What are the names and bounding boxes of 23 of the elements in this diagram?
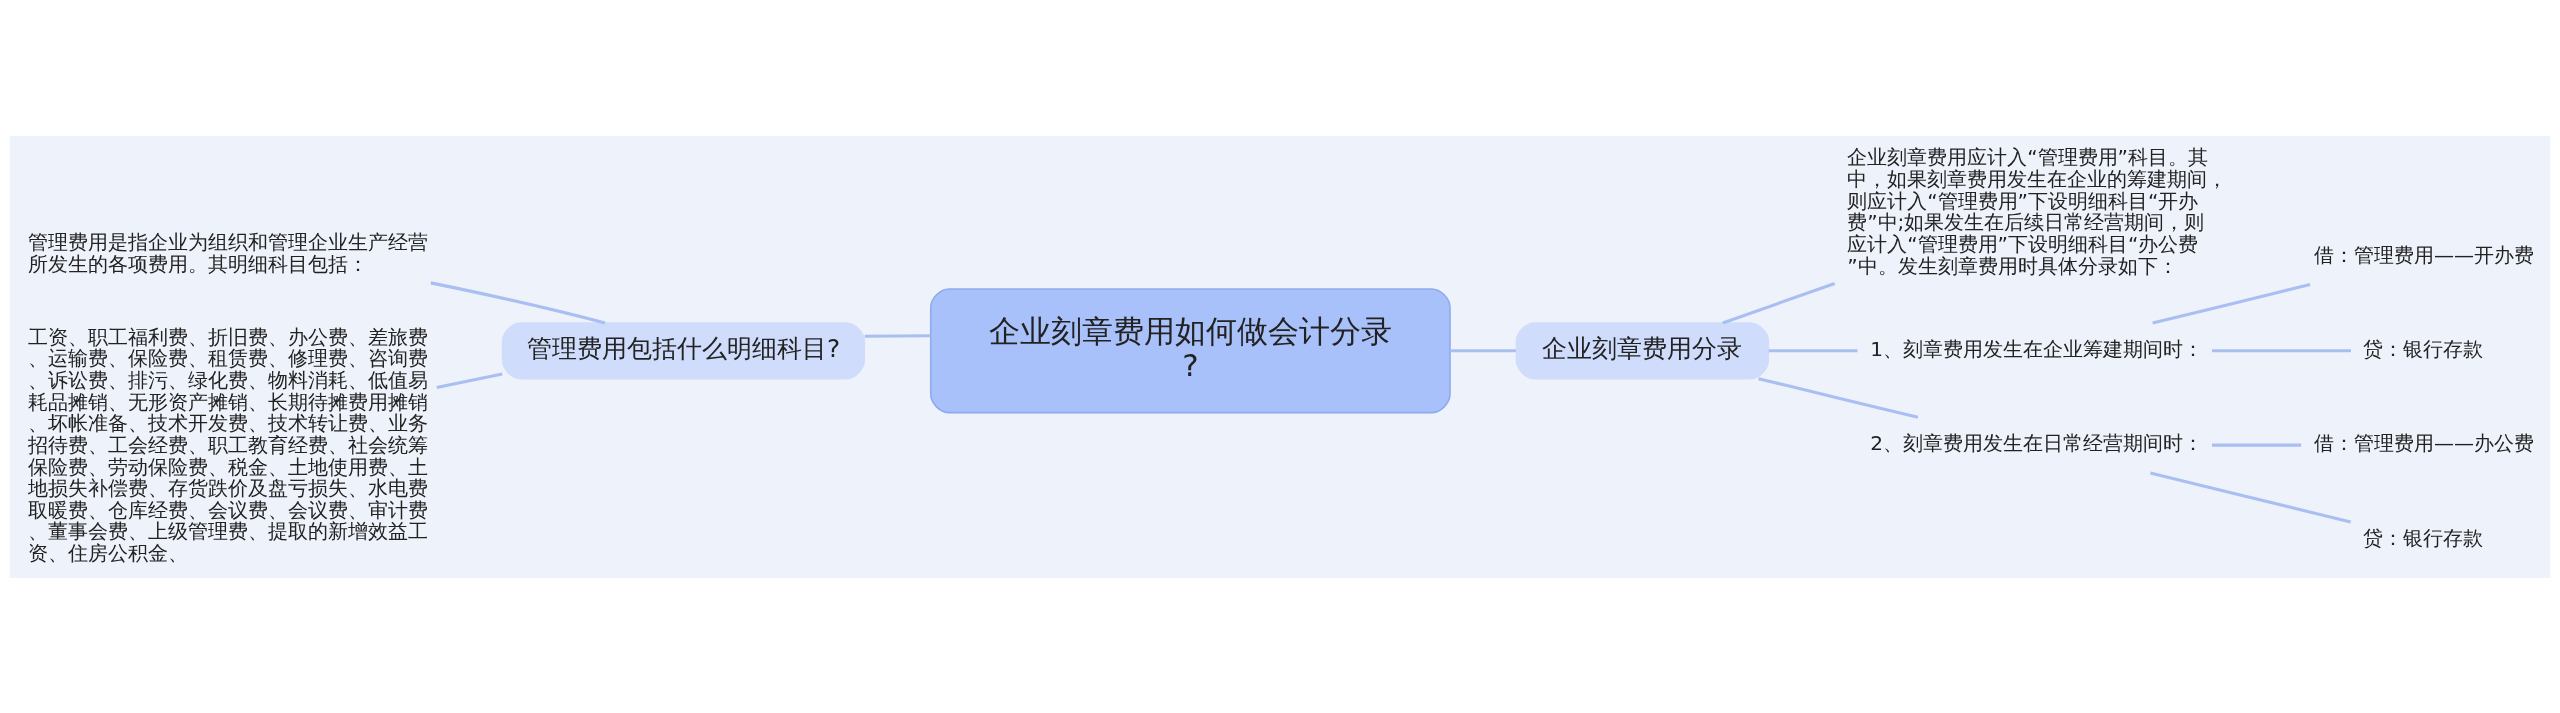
node-box: 管理费用包括什么明细科目? (501, 321, 866, 379)
node-box: 企业刻章费用如何做会计分录? (929, 287, 1451, 413)
node-text: 企业刻章费用应计入“管理费用”科目。其中，如果刻章费用发生在企业的筹建期间，则应计入“管理费用”下设明细科目“开办费”中;如果发生在后续日常经营期间，则应计入“管理费用”下设明细科目“办公费”中。发生刻章费用时具体分录如下： (1847, 144, 2228, 278)
node-box: 企业刻章费用分录 (1515, 321, 1770, 379)
node-text: 借：管理费用——开办费 (2313, 242, 2535, 267)
connector (436, 371, 503, 389)
connector (2150, 471, 2352, 524)
connector (1722, 281, 1836, 324)
connector (2212, 443, 2302, 447)
node-text: 2、刻章费用发生在日常经营期间时： (1870, 430, 2204, 455)
node-text: 借：管理费用——办公费 (2313, 430, 2535, 455)
node-text: 贷：银行存款 (2363, 336, 2484, 361)
connector (2152, 282, 2311, 324)
connector (1450, 348, 1516, 352)
node-text: 1、刻章费用发生在企业筹建期间时： (1870, 336, 2204, 361)
connector (2212, 348, 2351, 352)
node-text: 管理费用是指企业为组织和管理企业生产经营所发生的各项费用。其明细科目包括： (28, 229, 429, 276)
connector (1758, 376, 1919, 419)
connector (430, 280, 606, 324)
connector (1768, 348, 1858, 352)
node-text: 贷：银行存款 (2363, 525, 2484, 550)
connector (864, 333, 931, 338)
node-text: 工资、职工福利费、折旧费、办公费、差旅费、运输费、保险费、租赁费、修理费、咨询费、诉讼费、排污、绿化费、物料消耗、低值易耗品摊销、无形资产摊销、长期待摊费用摊销、坏帐准备、技术开发费、技术转让费、业务招待费、工会经费、职工教育经费、社会统筹保险费、劳动保险费、税金、土地使用费、土地损失补偿费、存货跌价及盘亏损失、水电费取暖费、仓库经费、会议费、会议费、审计费、董事会费、上级管理费、提取的新增效益工资、住房公积金、 (28, 324, 429, 565)
